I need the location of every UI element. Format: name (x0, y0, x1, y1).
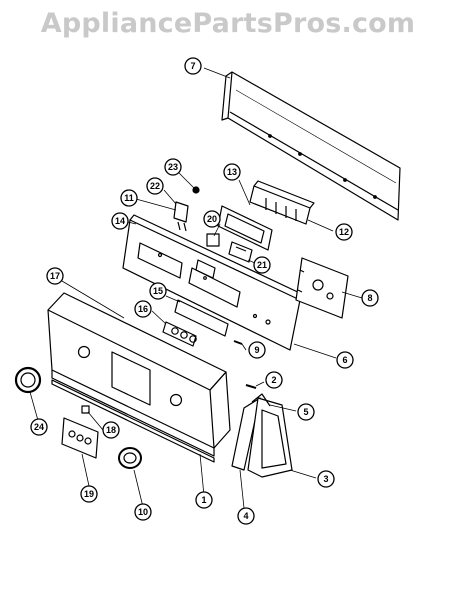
callout-22: 22 (146, 177, 164, 195)
callout-1: 1 (195, 491, 213, 509)
callout-number: 18 (106, 425, 116, 435)
callout-number: 6 (342, 355, 347, 365)
callout-number: 3 (323, 474, 328, 484)
callout-number: 5 (303, 407, 308, 417)
part-7-rear-panel (221, 71, 401, 221)
watermark-logo: AppliancePartsPros.com (40, 8, 416, 39)
callout-18: 18 (102, 421, 120, 439)
leader-lines (29, 67, 363, 509)
callout-16: 16 (134, 300, 152, 318)
part-6-control-panel (122, 214, 305, 351)
part-21-switch (228, 241, 253, 263)
callout-number: 21 (257, 260, 267, 270)
callout-number: 7 (190, 61, 195, 71)
callout-5: 5 (297, 403, 315, 421)
callout-6: 6 (336, 351, 354, 369)
part-19-bezel (61, 417, 99, 459)
callout-number: 19 (84, 489, 94, 499)
callout-8: 8 (361, 289, 379, 307)
part-3-end-cap (247, 397, 293, 478)
callout-14: 14 (111, 212, 129, 230)
callout-21: 21 (253, 256, 271, 274)
part-23-screw (192, 186, 200, 194)
callout-number: 22 (150, 181, 160, 191)
part-18-clip (81, 405, 90, 414)
part-8-control-board (295, 257, 349, 319)
callout-23: 23 (164, 158, 182, 176)
callout-3: 3 (317, 470, 335, 488)
callout-number: 24 (34, 422, 44, 432)
part-16-switch (162, 321, 197, 347)
callout-number: 16 (138, 304, 148, 314)
part-10-knob (118, 447, 142, 469)
callout-10: 10 (134, 503, 152, 521)
part-12-switch-block (249, 180, 315, 225)
callout-number: 2 (271, 375, 276, 385)
callout-number: 17 (50, 271, 60, 281)
callout-number: 12 (339, 227, 349, 237)
part-13-switch-plate (217, 205, 273, 251)
callout-number: 9 (254, 345, 259, 355)
callout-number: 11 (124, 193, 134, 203)
callout-17: 17 (46, 267, 64, 285)
part-1-strip (51, 379, 215, 463)
callout-24: 24 (30, 418, 48, 436)
part-9-screw (233, 340, 243, 345)
callout-15: 15 (149, 282, 167, 300)
part-20-selector (206, 233, 220, 247)
part-24-knob (14, 366, 42, 394)
callout-9: 9 (248, 341, 266, 359)
callout-number: 15 (153, 286, 163, 296)
callout-number: 20 (207, 214, 217, 224)
part-15-keypad (174, 299, 229, 337)
callout-11: 11 (120, 189, 138, 207)
part-4-end-cap (231, 397, 261, 471)
callout-number: 8 (367, 293, 372, 303)
callout-number: 13 (227, 167, 237, 177)
part-17-console (47, 292, 231, 457)
callout-number: 23 (168, 162, 178, 172)
part-22-switch (173, 201, 189, 232)
part-5-bracket (251, 393, 271, 407)
callout-7: 7 (184, 57, 202, 75)
callout-4: 4 (237, 507, 255, 525)
callout-number: 14 (115, 216, 125, 226)
callout-19: 19 (80, 485, 98, 503)
callout-2: 2 (265, 371, 283, 389)
callout-13: 13 (223, 163, 241, 181)
callout-12: 12 (335, 223, 353, 241)
part-2-screw (245, 384, 257, 389)
callout-number: 1 (201, 495, 206, 505)
callout-number: 4 (243, 511, 248, 521)
callout-20: 20 (203, 210, 221, 228)
callout-number: 10 (138, 507, 148, 517)
